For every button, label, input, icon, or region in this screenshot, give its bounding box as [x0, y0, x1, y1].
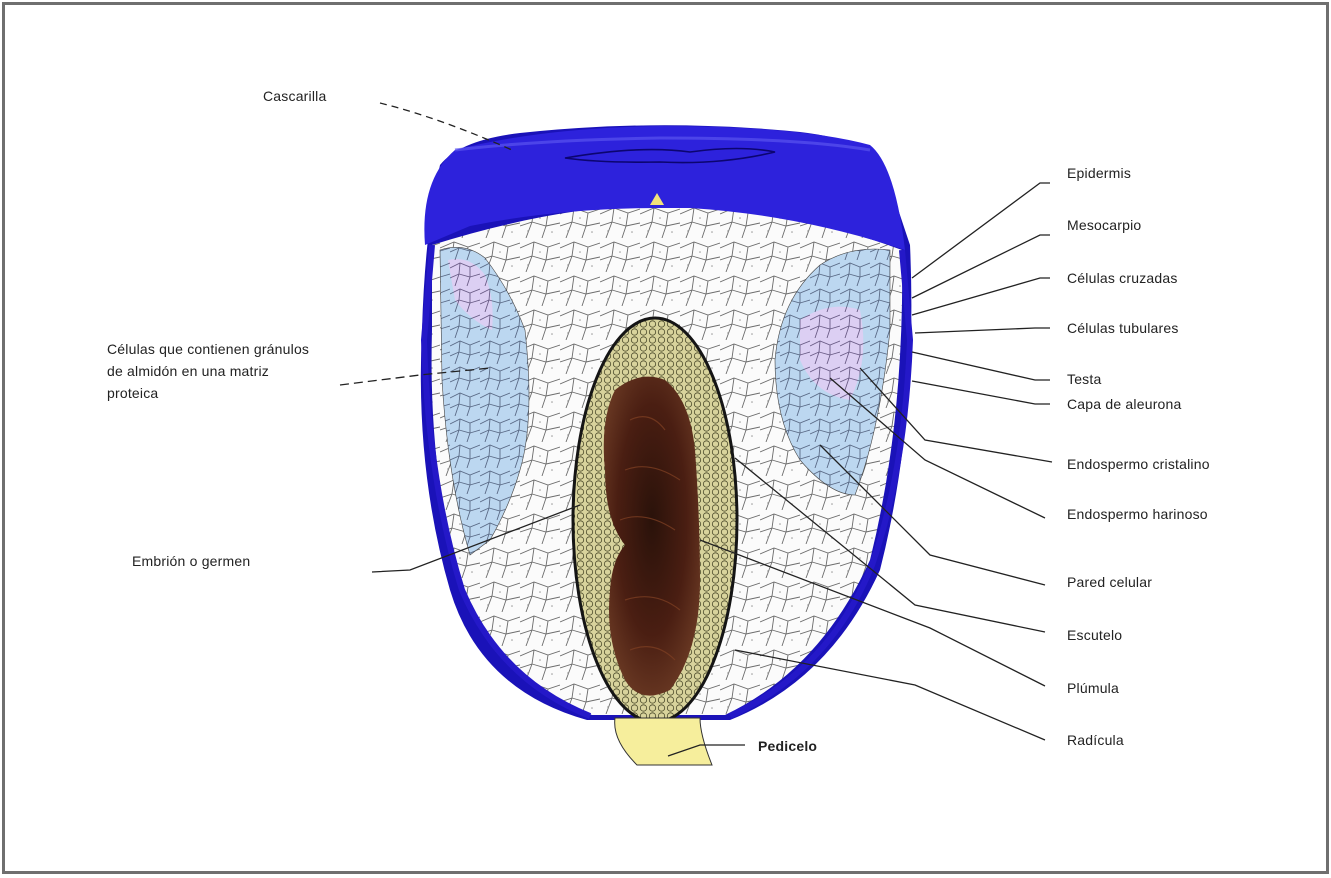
label-radicula: Radícula — [1067, 732, 1124, 748]
pedicel — [615, 718, 712, 765]
label-mesocarpio: Mesocarpio — [1067, 217, 1141, 233]
label-celulas-tubulares: Células tubulares — [1067, 320, 1179, 336]
label-cascarilla: Cascarilla — [263, 88, 326, 104]
label-epidermis: Epidermis — [1067, 165, 1131, 181]
label-endospermo-cristalino: Endospermo cristalino — [1067, 456, 1210, 472]
label-plumula: Plúmula — [1067, 680, 1119, 696]
label-endospermo-harinoso: Endospermo harinoso — [1067, 506, 1208, 522]
label-capa-aleurona: Capa de aleurona — [1067, 396, 1182, 412]
label-celulas-almidon: Células que contienen gránulos de almidó… — [107, 338, 317, 404]
label-pedicelo: Pedicelo — [758, 738, 817, 754]
label-embrion: Embrión o germen — [132, 553, 250, 569]
label-celulas-cruzadas: Células cruzadas — [1067, 270, 1178, 286]
label-testa: Testa — [1067, 371, 1101, 387]
label-escutelo: Escutelo — [1067, 627, 1122, 643]
label-pared-celular: Pared celular — [1067, 574, 1152, 590]
